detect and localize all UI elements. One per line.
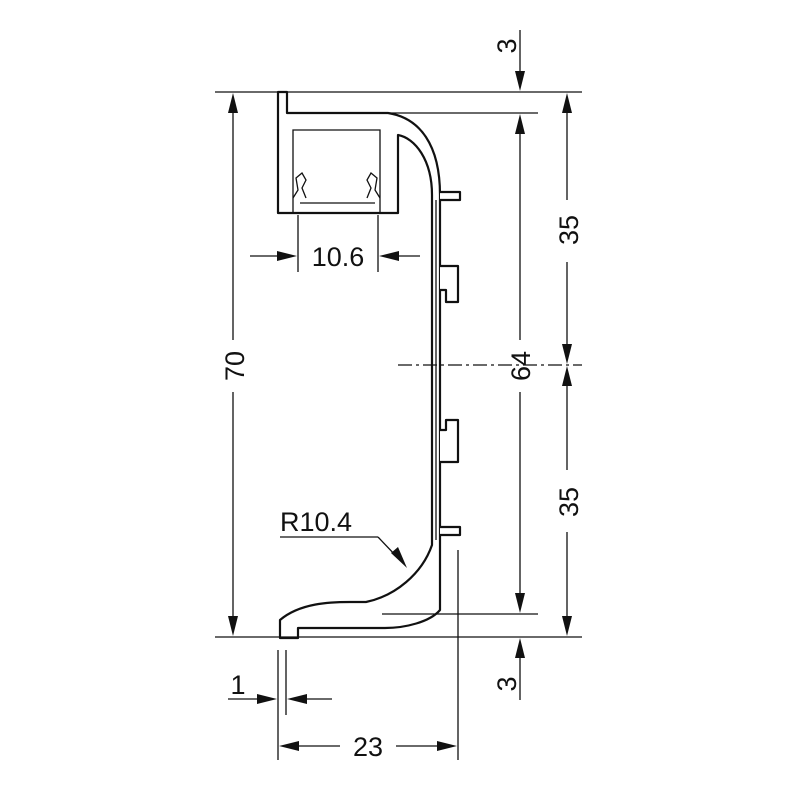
led-channel [292,129,381,212]
tab-4 [440,525,462,537]
label-overall-height: 70 [220,351,250,381]
label-inner-height: 64 [506,351,536,381]
dimension-inner-height: 64 [506,114,536,613]
dimension-wall-thickness: 1 [228,670,332,704]
right-clip [366,172,381,199]
dimension-overall-depth: 23 [279,732,457,762]
label-channel-width: 10.6 [312,242,365,272]
label-radius: R10.4 [280,507,352,537]
label-upper-half: 35 [554,215,584,245]
tab-1 [440,190,462,202]
dimension-overall-height: 70 [220,93,250,636]
dimension-groove-bottom: 3 [492,638,525,700]
label-lower-half: 35 [554,487,584,517]
profile-outer-outline [276,90,442,640]
extension-lines [215,91,582,760]
tab-3 [440,418,460,464]
dimension-groove-top: 3 [492,30,525,91]
dimension-halves: 35 35 [554,93,584,636]
tab-2 [440,264,460,304]
aluminium-profile [276,90,462,640]
left-clip [292,172,307,199]
dimension-channel-width: 10.6 [250,242,420,272]
label-overall-depth: 23 [353,732,383,762]
label-wall-thickness: 1 [230,670,245,700]
label-groove-top: 3 [492,38,522,53]
label-groove-bottom: 3 [492,676,522,691]
dimension-radius: R10.4 [280,507,407,568]
